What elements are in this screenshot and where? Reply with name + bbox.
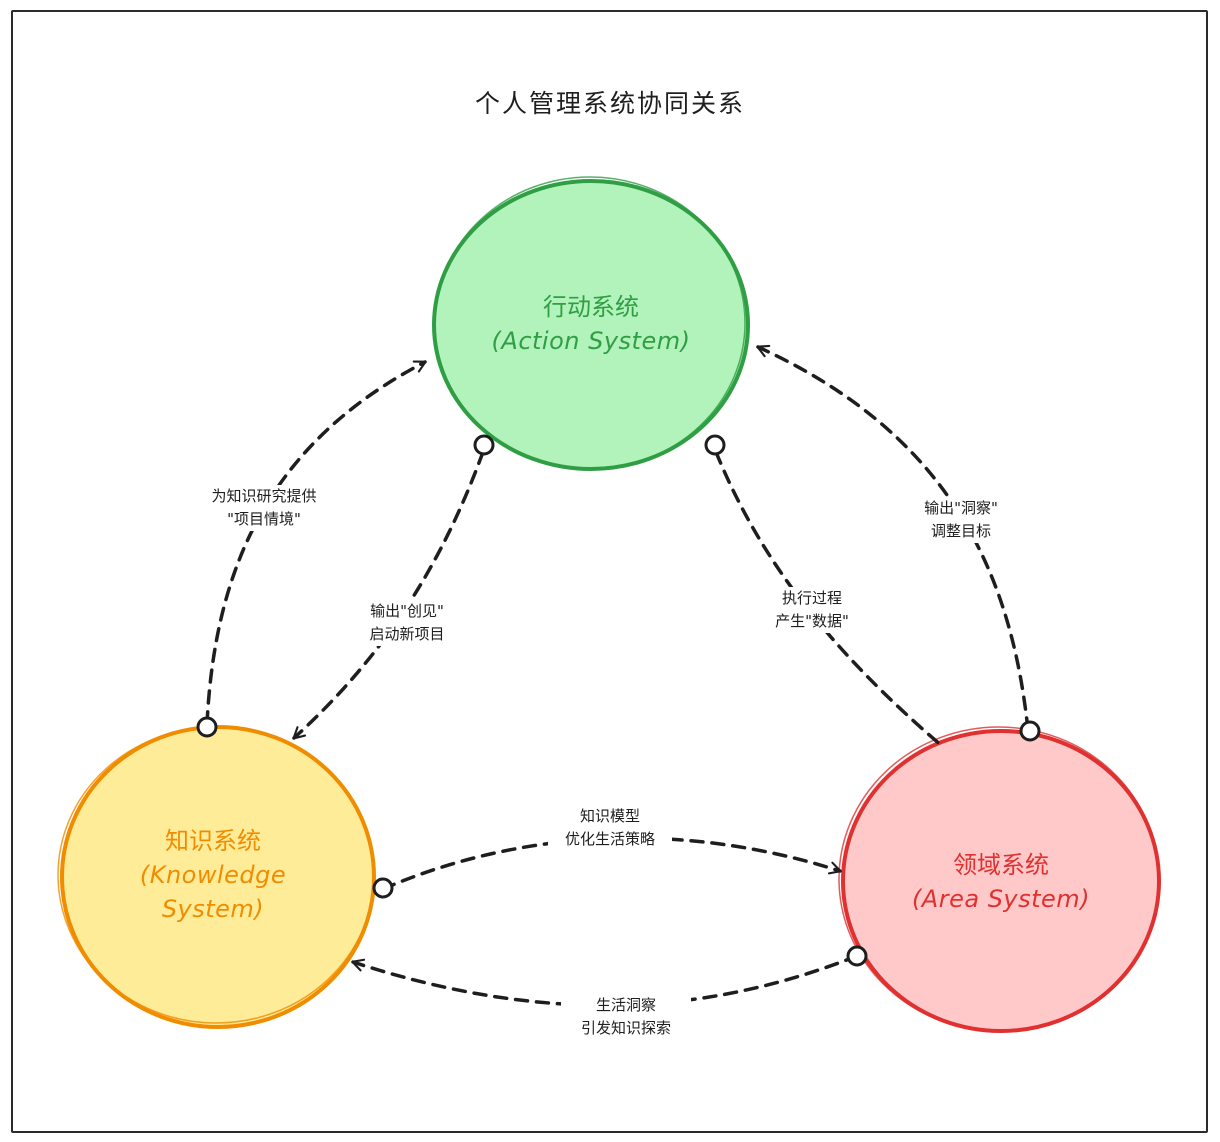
edge-label-line: 优化生活策略: [564, 830, 655, 848]
edge-label-line: 生活洞察: [595, 996, 656, 1014]
node-area-en: (Area System): [911, 885, 1091, 913]
node-knowledge-en-line1: (Knowledge: [139, 861, 287, 889]
edge-label-knowledge-to-area: 知识模型 优化生活策略: [548, 805, 672, 851]
edge-label-area-to-action: 输出"洞察" 调整目标: [906, 497, 1016, 543]
edge-label-line: 启动新项目: [369, 625, 445, 643]
edge-label-line: 输出"洞察": [924, 499, 998, 517]
edge-label-line: 执行过程: [781, 589, 842, 607]
edge-start-dot: [1019, 720, 1041, 742]
node-area[interactable]: [838, 726, 1161, 1033]
node-action-zh: 行动系统: [543, 293, 639, 321]
edge-label-line: "项目情境": [227, 510, 301, 528]
node-action-en: (Action System): [491, 327, 691, 355]
node-action-label: 行动系统 (Action System): [441, 290, 741, 358]
edge-label-line: 为知识研究提供: [211, 487, 317, 505]
edge-label-area-to-knowledge: 生活洞察 引发知识探索: [561, 994, 691, 1040]
edge-label-knowledge-to-action: 为知识研究提供 "项目情境": [188, 485, 340, 531]
node-area-label: 领域系统 (Area System): [851, 848, 1151, 916]
edge-start-dot: [846, 945, 868, 967]
edge-label-line: 调整目标: [930, 522, 991, 540]
node-knowledge-en-line2: System): [161, 895, 265, 923]
node-knowledge-zh: 知识系统: [165, 827, 261, 855]
edge-start-dot: [372, 877, 394, 899]
edge-start-dot: [196, 716, 218, 738]
node-action[interactable]: [432, 176, 750, 471]
edge-label-action-to-knowledge: 输出"创见" 启动新项目: [352, 600, 462, 646]
edge-label-line: 输出"创见": [370, 602, 444, 620]
diagram-title: 个人管理系统协同关系: [474, 89, 745, 118]
edge-start-dot: [473, 434, 495, 456]
edge-knowledge-to-action: [205, 360, 427, 726]
edge-label-line: 知识模型: [579, 807, 640, 825]
edge-label-line: 引发知识探索: [580, 1019, 671, 1037]
edge-label-action-to-area: 执行过程 产生"数据": [757, 587, 867, 633]
edge-knowledge-to-area: [381, 836, 842, 891]
edge-start-dot: [704, 434, 726, 456]
diagram-frame: [11, 10, 1208, 1133]
node-area-zh: 领域系统: [953, 851, 1049, 879]
edge-label-line: 产生"数据": [775, 612, 849, 630]
node-knowledge-label: 知识系统 (Knowledge System): [78, 824, 348, 926]
